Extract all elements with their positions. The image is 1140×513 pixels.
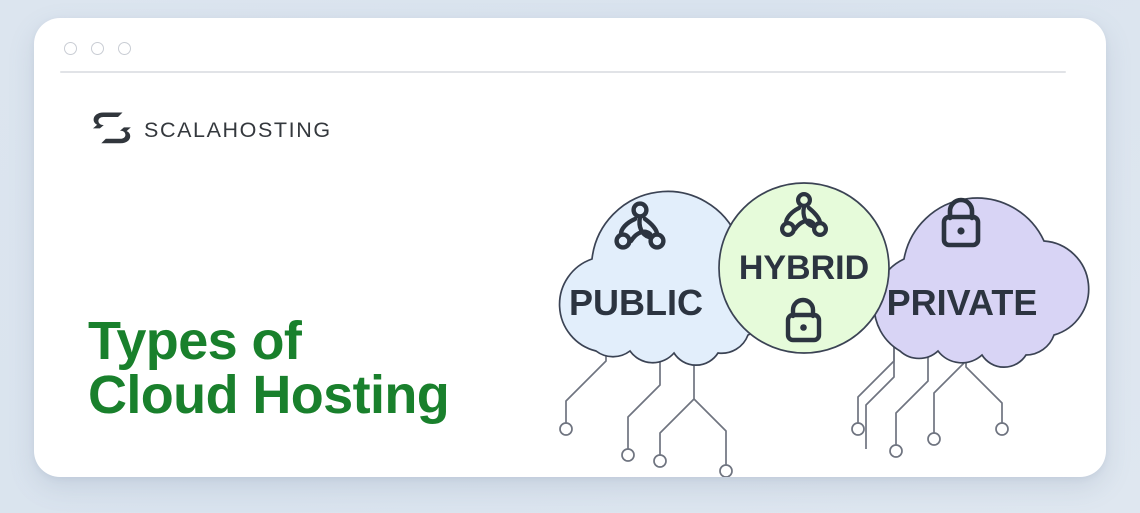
brand-logo[interactable]: SCALAHOSTING: [91, 111, 332, 150]
window-controls: [64, 42, 131, 55]
cloud-label-private: PRIVATE: [887, 282, 1038, 323]
circuit-trace-lines: [565, 343, 1003, 465]
lock-icon: [941, 197, 981, 248]
minimize-dot[interactable]: [91, 42, 104, 55]
browser-window-card: SCALAHOSTING Types of Cloud Hosting: [34, 18, 1106, 477]
maximize-dot[interactable]: [118, 42, 131, 55]
brand-name: SCALAHOSTING: [144, 118, 332, 142]
page-title: Types of Cloud Hosting: [88, 311, 450, 425]
close-dot[interactable]: [64, 42, 77, 55]
share-network-icon: [779, 191, 828, 238]
cloud-hosting-types-diagram: PRIVATE PUBLIC: [500, 93, 1100, 477]
titlebar-divider: [60, 71, 1066, 73]
cloud-label-hybrid: HYBRID: [739, 249, 869, 287]
circuit-endpoint-nodes: [559, 422, 1009, 477]
share-network-icon: [614, 201, 666, 250]
lock-icon: [785, 297, 822, 343]
cloud-label-public: PUBLIC: [569, 282, 703, 323]
scalahosting-s-mark-icon: [91, 111, 133, 150]
cloud-private[interactable]: PRIVATE: [873, 197, 1090, 368]
circle-hybrid[interactable]: HYBRID: [718, 182, 890, 354]
